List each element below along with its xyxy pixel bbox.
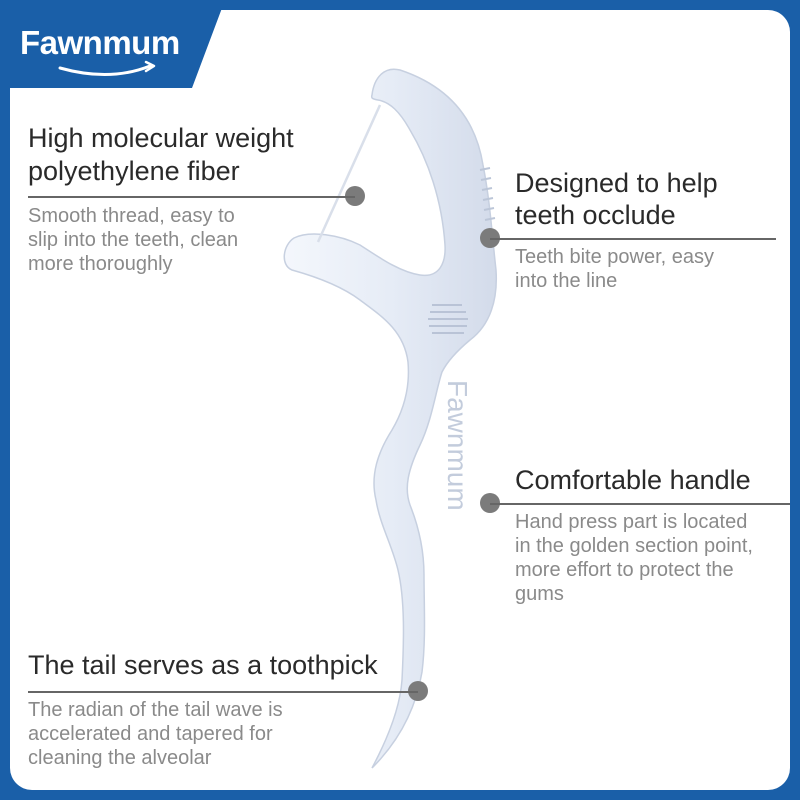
callout-dot-fiber [345,186,365,206]
grip-stripes [428,304,468,334]
tail-heading: The tail serves as a toothpick [28,650,378,680]
floss-pick-body [283,68,498,769]
serration-ridges [479,167,496,221]
fiber-desc-line3: more thoroughly [28,253,173,275]
handle-desc-line4: gums [515,583,564,605]
handle-heading: Comfortable handle [515,465,751,495]
handle-desc-line3: more effort to protect the [515,559,734,581]
engraved-brand-text: Fawnmum [442,380,473,511]
brand-logo-text: Fawnmum [20,24,180,61]
fiber-heading-line1: High molecular weight [28,123,294,153]
occlude-heading-line1: Designed to help [515,168,718,198]
fiber-leader-line [28,196,355,198]
floss-thread [316,104,382,243]
fiber-desc-line2: slip into the teeth, clean [28,229,239,251]
handle-leader-line [490,503,790,505]
fiber-desc-line1: Smooth thread, easy to [28,205,235,227]
occlude-desc-line1: Teeth bite power, easy [515,246,715,268]
tail-leader-line [28,691,418,693]
handle-desc-line2: in the golden section point, [515,535,753,557]
tail-desc-line2: accelerated and tapered for [28,723,273,745]
tail-desc-line3: cleaning the alveolar [28,747,212,769]
content-card [10,10,790,790]
occlude-desc-line2: into the line [515,270,618,292]
fiber-heading-line2: polyethylene fiber [28,156,240,186]
handle-desc-line1: Hand press part is located [515,511,748,533]
occlude-heading-line2: teeth occlude [515,200,676,230]
callout-dot-tail [408,681,428,701]
tail-desc-line1: The radian of the tail wave is [28,699,283,721]
occlude-leader-line [490,238,776,240]
